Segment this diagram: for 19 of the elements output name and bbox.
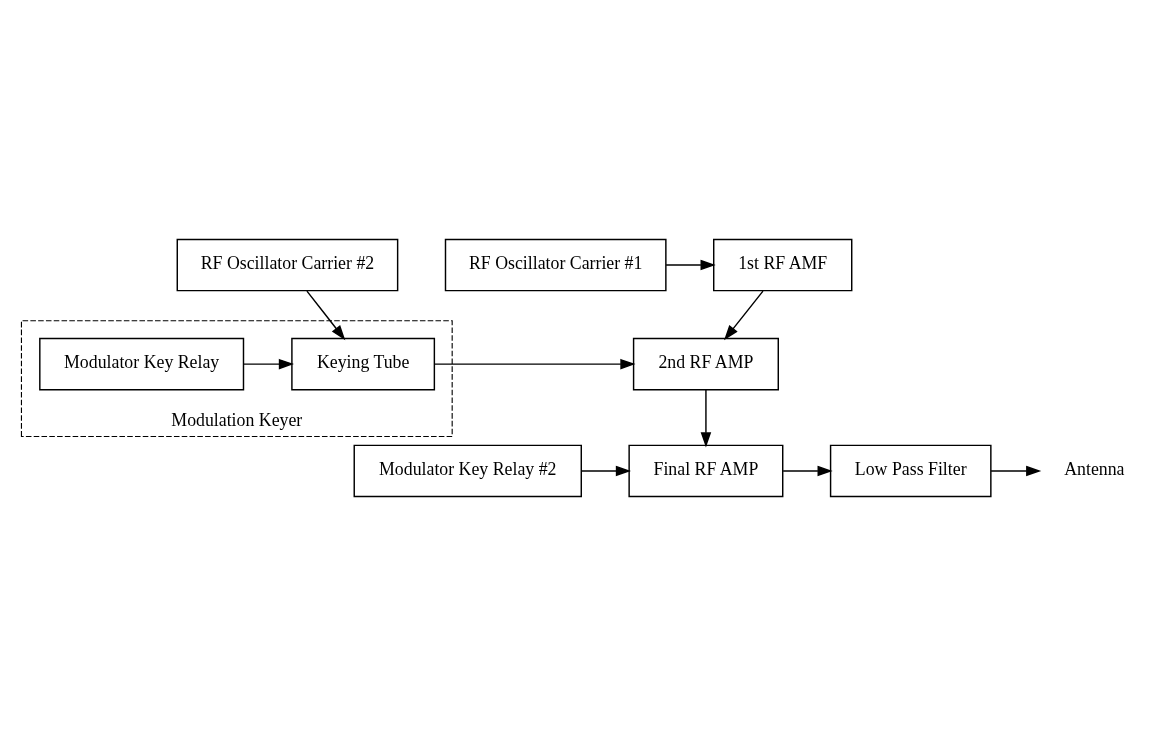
arrow xyxy=(665,259,716,270)
arrow xyxy=(724,289,764,340)
node-box: Keying Tube xyxy=(291,337,436,390)
arrow xyxy=(581,465,631,476)
node-box: Modulator Key Relay xyxy=(39,337,245,390)
node-box: Low Pass Filter xyxy=(829,444,992,497)
arrow xyxy=(243,358,294,369)
node-box: Final RF AMP xyxy=(628,444,784,497)
arrow xyxy=(306,289,346,340)
node-box: Modulator Key Relay #2 xyxy=(353,444,582,497)
arrow xyxy=(782,465,833,476)
node-box: 2nd RF AMP xyxy=(632,337,779,390)
arrow xyxy=(990,465,1042,476)
arrow xyxy=(433,358,636,369)
arrow xyxy=(700,388,712,447)
node-box: RF Oscillator Carrier #2 xyxy=(176,238,399,291)
node-box: RF Oscillator Carrier #1 xyxy=(444,238,667,291)
node-box: 1st RF AMF xyxy=(713,238,853,291)
node-text: Antenna xyxy=(1064,458,1125,479)
